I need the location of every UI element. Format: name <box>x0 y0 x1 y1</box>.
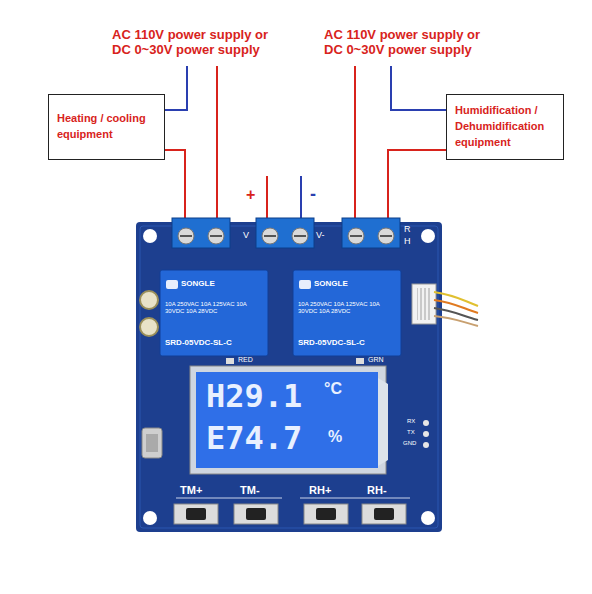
button-label: TM- <box>240 484 260 497</box>
polarity-sign: + <box>246 186 255 204</box>
lcd-reading: E74.7 <box>206 420 302 457</box>
relay-model: SRD-05VDC-SL-C <box>298 338 365 347</box>
silkscreen-text: H <box>404 236 411 246</box>
equipment-box: Heating / cooling equipment <box>48 94 165 160</box>
power-note: AC 110V power supply or DC 0~30V power s… <box>324 28 500 58</box>
relay-rating: 10A 250VAC 10A 125VAC 10A 30VDC 10A 28VD… <box>298 301 396 315</box>
silkscreen-text: GRN <box>368 356 384 364</box>
pin-label: GND <box>403 440 416 447</box>
relay-brand: SONGLE <box>181 279 215 288</box>
relay-rating: 10A 250VAC 10A 125VAC 10A 30VDC 10A 28VD… <box>165 301 263 315</box>
lcd-unit: °C <box>324 380 342 398</box>
pin-label: TX <box>407 429 415 436</box>
lcd-unit: % <box>328 428 342 446</box>
silkscreen-text: V <box>243 230 249 240</box>
button-label: RH+ <box>309 484 331 497</box>
polarity-sign: - <box>310 184 316 205</box>
relay-model: SRD-05VDC-SL-C <box>165 338 232 347</box>
silkscreen-text: R <box>404 224 411 234</box>
equipment-label: Humidification / Dehumidification equipm… <box>455 103 555 151</box>
equipment-label: Heating / cooling equipment <box>57 111 156 143</box>
relay-brand: SONGLE <box>314 279 348 288</box>
button-label: RH- <box>367 484 387 497</box>
lcd-reading: H29.1 <box>206 378 302 415</box>
equipment-box: Humidification / Dehumidification equipm… <box>446 94 564 160</box>
pin-label: RX <box>407 418 415 425</box>
silkscreen-text: RED <box>238 356 253 364</box>
power-note: AC 110V power supply or DC 0~30V power s… <box>112 28 284 58</box>
button-label: TM+ <box>180 484 202 497</box>
silkscreen-text: V- <box>316 230 325 240</box>
